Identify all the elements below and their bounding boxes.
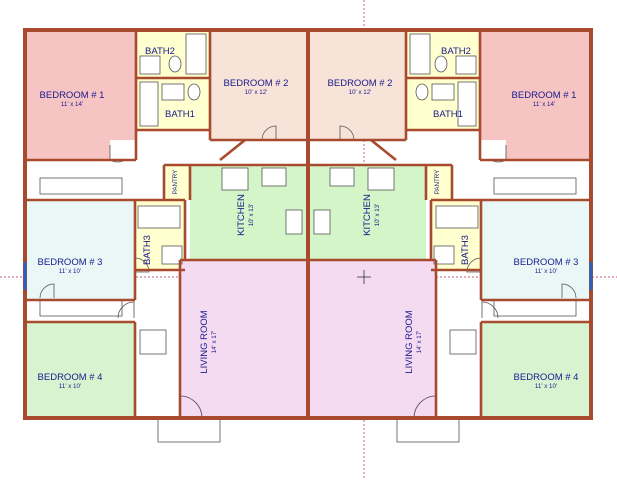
- left-bath2-label: BATH2: [145, 46, 175, 57]
- left-door-bedroom2: [261, 125, 277, 141]
- left-bath1-label: BATH1: [165, 109, 195, 120]
- right-living-size: 14' x 17': [416, 331, 423, 354]
- right-bedroom2-size: 10' x 12': [349, 89, 372, 96]
- left-bedroom3-label: BEDROOM # 3: [38, 257, 103, 268]
- left-pantry-label: PANTRY: [172, 170, 179, 195]
- right-bedroom1-size: 11' x 14': [533, 101, 555, 108]
- right-bath3-tub: [435, 205, 479, 229]
- right-bedroom3-label: BEDROOM # 3: [514, 257, 579, 268]
- right-bedroom4-label: BEDROOM # 4: [514, 372, 579, 383]
- left-bedroom4-size: 11' x 10': [59, 383, 81, 390]
- left-bedroom1-area: [25, 30, 136, 160]
- right-bath1-sink: [431, 83, 455, 101]
- left-living-area: [180, 260, 306, 418]
- left-range: [261, 167, 287, 187]
- left-door-bedroom3: [39, 283, 55, 299]
- right-closet1: [493, 177, 577, 195]
- left-bedroom4-area: [25, 322, 135, 418]
- left-sink: [285, 209, 303, 235]
- left-interior-walls: [25, 30, 306, 418]
- right-door-bedroom2: [339, 125, 355, 141]
- right-unit: [310, 30, 591, 443]
- left-living-label: LIVING ROOM: [199, 310, 210, 373]
- left-unit: [25, 30, 306, 443]
- right-bedroom1-area: [480, 30, 591, 160]
- right-interior-walls: [310, 30, 591, 418]
- right-range: [329, 167, 355, 187]
- left-fridge: [221, 167, 249, 191]
- right-door-bedroom3: [561, 283, 577, 299]
- left-closet4: [139, 329, 167, 355]
- right-bath2-toilet: [434, 55, 448, 73]
- right-kitchen-size: 10' x 13': [374, 204, 381, 227]
- left-bedroom1-label: BEDROOM # 1: [40, 90, 105, 101]
- left-bedroom1-size: 11' x 14': [61, 101, 83, 108]
- right-door-bath3: [466, 257, 482, 273]
- left-bedroom2-label: BEDROOM # 2: [224, 78, 289, 89]
- left-bedroom2-area: [210, 30, 306, 140]
- right-closet3: [493, 299, 577, 317]
- left-bath1-tub: [139, 81, 159, 127]
- right-bath3-sink: [433, 245, 455, 265]
- left-bath2-tub: [185, 33, 207, 75]
- left-kitchen-size: 10' x 13': [248, 204, 255, 227]
- right-bath2-sink: [455, 55, 477, 75]
- right-bath1-tub: [457, 81, 477, 127]
- right-bedroom4-size: 11' x 10': [535, 383, 557, 390]
- right-bath3-label: BATH3: [460, 235, 471, 265]
- right-bedroom3-size: 11' x 10': [535, 268, 557, 275]
- right-bath2-label: BATH2: [441, 46, 471, 57]
- left-bath3-label: BATH3: [142, 235, 153, 265]
- right-porch: [396, 417, 460, 443]
- right-bath1-toilet: [415, 83, 429, 101]
- left-bath1-toilet: [187, 83, 201, 101]
- right-living-label: LIVING ROOM: [404, 310, 415, 373]
- right-bedroom2-label: BEDROOM # 2: [328, 78, 393, 89]
- left-bedroom3-area: [25, 200, 135, 300]
- right-bedroom2-area: [310, 30, 406, 140]
- left-kitchen-label: KITCHEN: [236, 194, 247, 236]
- left-bedroom3-size: 11' x 10': [59, 268, 81, 275]
- left-porch: [157, 417, 221, 443]
- left-pantry-area: [164, 165, 190, 200]
- left-bedroom4-label: BEDROOM # 4: [38, 372, 103, 383]
- right-living-area: [310, 260, 436, 418]
- left-bath3-tub: [137, 205, 181, 229]
- right-closet4: [449, 329, 477, 355]
- right-bedroom3-area: [481, 200, 591, 300]
- right-bedroom4-area: [481, 322, 591, 418]
- left-bedroom2-size: 10' x 12': [245, 89, 268, 96]
- left-closet1: [39, 177, 123, 195]
- left-door-bedroom4: [117, 301, 135, 319]
- right-fridge: [367, 167, 395, 191]
- right-door-bedroom4: [481, 301, 499, 319]
- left-bath2-toilet: [168, 55, 182, 73]
- right-kitchen-label: KITCHEN: [362, 194, 373, 236]
- left-bath2-sink: [139, 55, 161, 75]
- left-door-bath3: [134, 257, 150, 273]
- left-bath3-sink: [161, 245, 183, 265]
- left-bath1-sink: [161, 83, 185, 101]
- right-sink: [313, 209, 331, 235]
- left-living-size: 14' x 17': [211, 331, 218, 354]
- left-closet3: [39, 299, 123, 317]
- right-pantry-area: [426, 165, 452, 200]
- right-pantry-label: PANTRY: [434, 170, 441, 195]
- right-bedroom1-label: BEDROOM # 1: [512, 90, 577, 101]
- right-bath2-tub: [409, 33, 431, 75]
- right-bath1-label: BATH1: [433, 109, 463, 120]
